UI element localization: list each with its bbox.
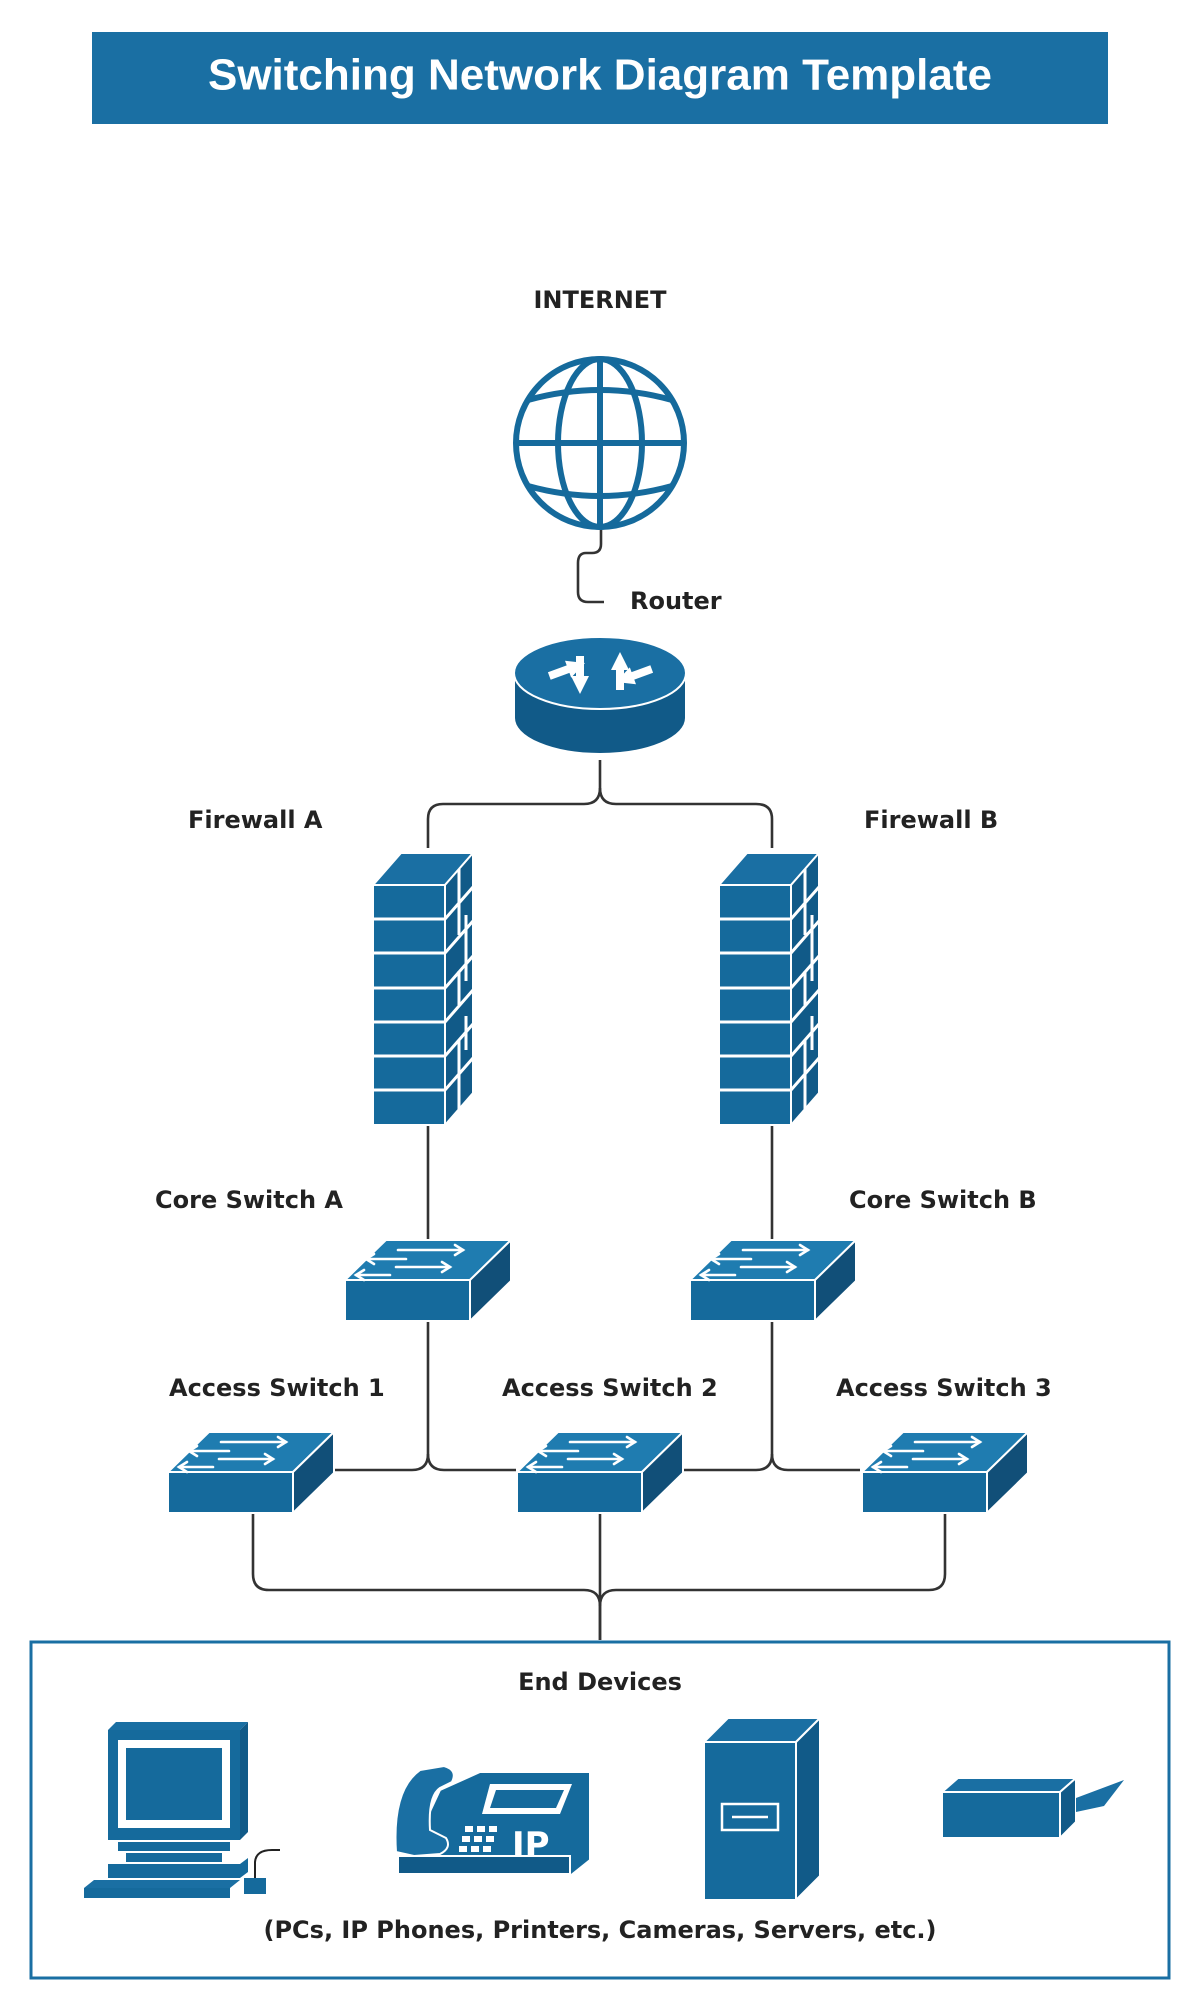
access-switch-3-label: Access Switch 3 — [836, 1374, 1052, 1402]
access-switch-2-icon — [515, 1430, 685, 1515]
end-devices-title: End Devices — [518, 1668, 682, 1696]
core-switch-b-icon — [688, 1238, 858, 1323]
access-1-devices-link — [251, 1512, 602, 1640]
firewall-b-label: Firewall B — [864, 806, 998, 834]
ip-phone-badge: IP — [512, 1825, 550, 1865]
firewall-a-label: Firewall A — [188, 806, 323, 834]
ip-phone-icon: IP — [394, 1764, 591, 1877]
router-firewall-b-link — [598, 787, 774, 848]
end-devices-caption: (PCs, IP Phones, Printers, Cameras, Serv… — [263, 1916, 936, 1944]
firewall-a-icon — [371, 851, 475, 1127]
access-3-devices-link — [598, 1512, 947, 1607]
access-switch-1-icon — [166, 1430, 336, 1515]
router-icon — [513, 636, 687, 755]
router-label: Router — [630, 587, 722, 615]
core-b-access-3-link — [770, 1453, 860, 1472]
internet-router-link — [576, 529, 604, 604]
server-icon — [701, 1715, 823, 1903]
access-switch-3-icon — [860, 1430, 1030, 1515]
title-banner — [92, 32, 1108, 124]
core-a-access-2-link — [426, 1453, 516, 1472]
page-title: Switching Network Diagram Template — [208, 51, 992, 100]
globe-icon — [513, 356, 687, 530]
computer-icon — [84, 1722, 280, 1898]
core-switch-b-label: Core Switch B — [849, 1186, 1037, 1214]
internet-label: INTERNET — [533, 286, 667, 314]
firewall-b-icon — [717, 851, 821, 1127]
camera-icon — [939, 1775, 1124, 1841]
access-switch-2-label: Access Switch 2 — [502, 1374, 718, 1402]
access-switch-1-label: Access Switch 1 — [169, 1374, 385, 1402]
connection-lines — [251, 529, 947, 1640]
core-switch-a-label: Core Switch A — [155, 1186, 343, 1214]
router-firewall-a-link — [426, 760, 602, 848]
core-switch-a-icon — [343, 1238, 513, 1323]
